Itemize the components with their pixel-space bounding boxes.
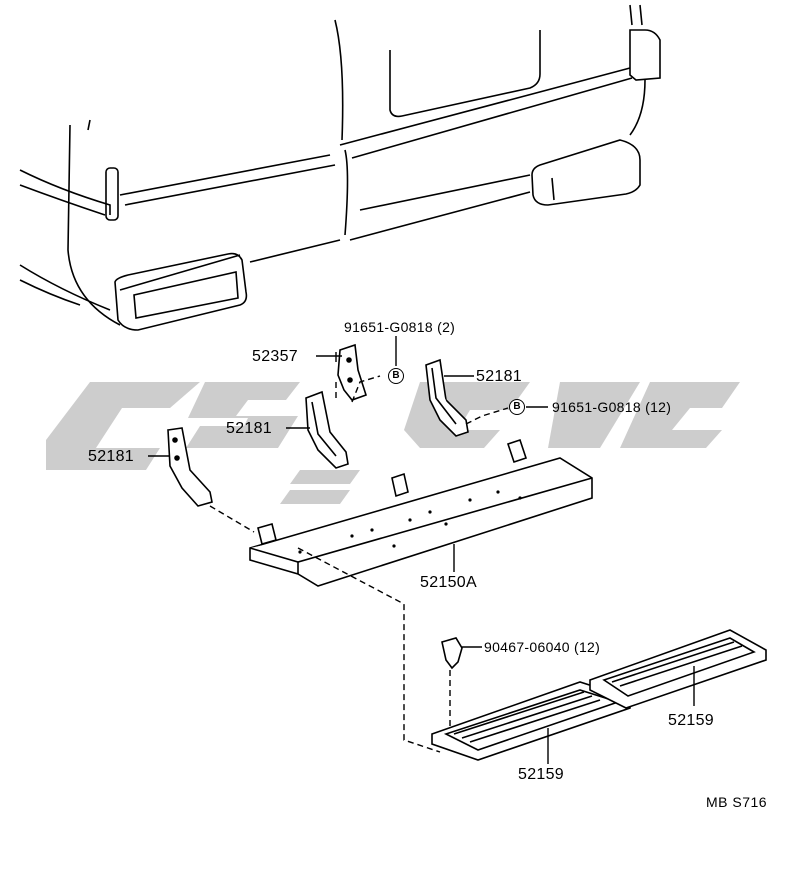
- part-label-52159-lower: 52159: [518, 766, 564, 783]
- part-label-52181-middle: 52181: [226, 420, 272, 437]
- part-label-52357: 52357: [252, 348, 298, 365]
- bolt-marker-right: B: [509, 399, 525, 415]
- part-label-52159-right: 52159: [668, 712, 714, 729]
- bolt-marker-upper: B: [388, 368, 404, 384]
- van-body: [19, 4, 661, 331]
- dashed-lines: [209, 375, 509, 753]
- part-label-90467-06040: 90467-06040 (12): [484, 639, 601, 655]
- part-label-52150a: 52150A: [420, 574, 477, 591]
- figure-code: MB S716: [706, 794, 768, 810]
- part-label-52181-upper: 52181: [476, 368, 522, 385]
- part-label-52181-left: 52181: [88, 448, 134, 465]
- part-label-91651-g0818-12: 91651-G0818 (12): [552, 399, 672, 415]
- part-label-91651-g0818-2: 91651-G0818 (2): [344, 319, 456, 335]
- step-assembly: [167, 343, 767, 761]
- leader-lines: [148, 336, 695, 764]
